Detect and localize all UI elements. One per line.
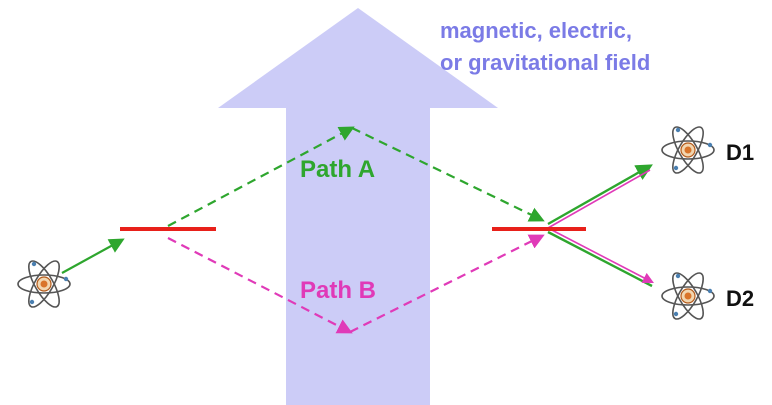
detector-d2-label: D2 [726,286,754,311]
output-d2-magenta [547,227,654,284]
field-label-line2: or gravitational field [440,50,650,75]
path-b-label: Path B [300,277,376,304]
detector-d1-label: D1 [726,140,754,165]
path-b-up [349,234,545,333]
detector-d2-atom-icon [661,268,715,324]
path-a-label: Path A [300,156,375,183]
source-atom-icon [17,256,71,312]
path-b-down [167,237,353,334]
path-a-down [351,127,545,222]
path-a-up [167,126,355,227]
output-d2-green [547,230,653,288]
field-label-line1: magnetic, electric, [440,18,632,43]
field-arrow [218,8,498,405]
detector-d1-atom-icon [661,122,715,178]
output-d1-green [547,164,653,226]
output-d1-magenta [547,169,651,229]
incoming-beam [61,238,125,274]
